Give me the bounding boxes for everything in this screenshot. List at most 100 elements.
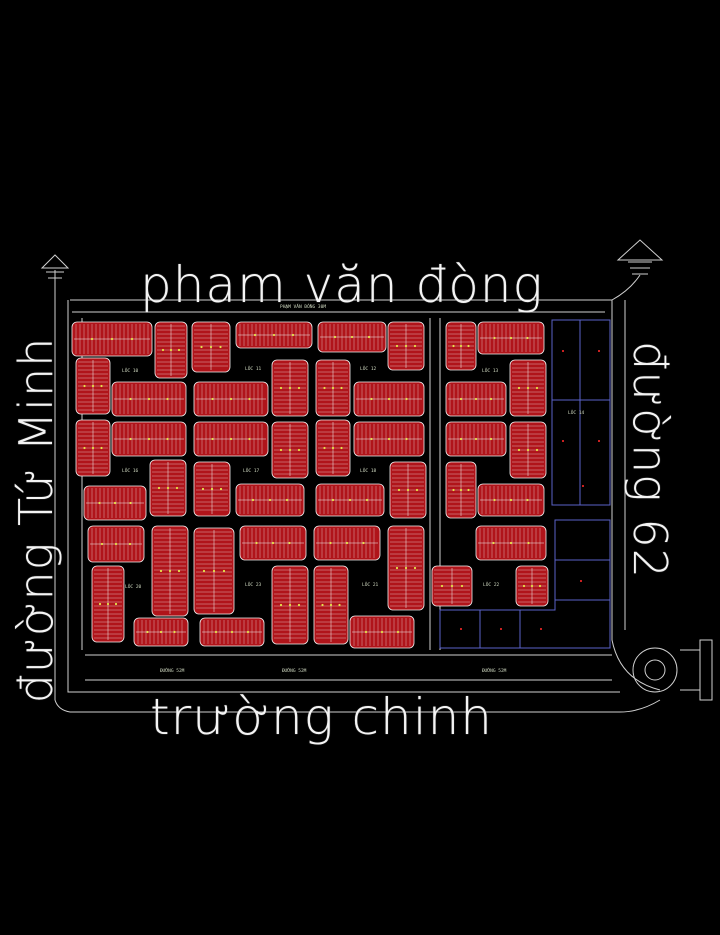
lot-marker bbox=[161, 348, 165, 352]
lot-marker bbox=[219, 487, 223, 491]
lot-marker bbox=[459, 344, 463, 348]
road-annotation-top: PHẠM VĂN ĐỒNG 30M bbox=[280, 303, 326, 310]
lot-marker bbox=[404, 566, 408, 570]
lot-marker bbox=[209, 345, 213, 349]
block-label: LÔC 17 bbox=[243, 467, 260, 474]
lot-marker bbox=[459, 397, 463, 401]
lot-marker bbox=[440, 584, 444, 588]
lot-marker bbox=[166, 437, 169, 441]
lot-marker bbox=[350, 335, 354, 339]
lot-marker bbox=[467, 344, 470, 348]
lot-marker bbox=[474, 437, 478, 441]
lot-marker bbox=[147, 397, 151, 401]
lot-marker bbox=[509, 541, 513, 545]
street-label-top: pham văn đòng bbox=[140, 256, 544, 314]
lot-marker bbox=[459, 488, 463, 492]
lot-marker bbox=[395, 344, 399, 348]
block-label: LÔC 20 bbox=[125, 583, 142, 590]
lot-marker bbox=[128, 542, 132, 546]
lot-marker bbox=[387, 397, 391, 401]
lot-marker bbox=[98, 602, 102, 606]
lot-marker bbox=[246, 630, 250, 634]
block-labels: LÔC 10 LÔC 11 LÔC 12 LÔC 13 LÔC 14 LÔC 1… bbox=[122, 365, 585, 590]
lot-marker bbox=[362, 541, 365, 545]
lot-marker bbox=[333, 335, 337, 339]
lot-marker bbox=[129, 501, 132, 505]
lot-marker bbox=[230, 630, 234, 634]
lot-marker bbox=[100, 446, 103, 450]
lot-marker bbox=[201, 487, 205, 491]
lot-marker bbox=[272, 333, 276, 337]
lot-marker bbox=[338, 603, 341, 607]
block-label: LÔC 16 bbox=[122, 467, 139, 474]
lot-marker bbox=[526, 386, 530, 390]
lot-marker bbox=[413, 566, 417, 570]
lot-marker bbox=[509, 498, 513, 502]
street-label-right: đường 62 bbox=[623, 341, 677, 579]
lot-marker bbox=[288, 448, 292, 452]
lot-marker bbox=[321, 603, 324, 607]
lot-marker bbox=[331, 446, 335, 450]
end-cap-top-left bbox=[40, 254, 70, 279]
lot-marker bbox=[157, 486, 161, 490]
lot-marker bbox=[493, 498, 496, 502]
lot-marker bbox=[509, 336, 513, 340]
lot-marker bbox=[406, 488, 410, 492]
lot-marker bbox=[222, 569, 226, 573]
lot-marker bbox=[168, 569, 172, 573]
lot-marker bbox=[173, 630, 176, 634]
lot-marker bbox=[396, 630, 400, 634]
lot-marker bbox=[405, 437, 408, 441]
lot-marker bbox=[340, 446, 343, 450]
lot-marker bbox=[129, 437, 132, 441]
lot-marker bbox=[522, 584, 526, 588]
lot-marker bbox=[467, 488, 470, 492]
lot-marker bbox=[177, 569, 181, 573]
lot-marker bbox=[331, 386, 335, 390]
block-label: LÔC 10 bbox=[122, 367, 139, 374]
lot-marker bbox=[395, 566, 399, 570]
lot-marker bbox=[493, 336, 496, 340]
block-label: LÔC 23 bbox=[245, 581, 262, 588]
lot-marker bbox=[297, 448, 301, 452]
lot-marker bbox=[474, 397, 478, 401]
lot-marker bbox=[146, 630, 149, 634]
block-label: LÔC 12 bbox=[360, 365, 377, 372]
lot-marker bbox=[348, 498, 352, 502]
lot-marker bbox=[530, 584, 534, 588]
lot-marker bbox=[279, 386, 283, 390]
lot-marker bbox=[202, 569, 206, 573]
lot-marker bbox=[166, 397, 169, 401]
lot-marker bbox=[248, 397, 251, 401]
lot-marker bbox=[526, 336, 529, 340]
lot-marker bbox=[370, 437, 373, 441]
lot-marker bbox=[100, 384, 103, 388]
lot-marker bbox=[365, 498, 369, 502]
lot-marker bbox=[253, 333, 257, 337]
lot-marker bbox=[106, 602, 110, 606]
lot-marker bbox=[114, 542, 118, 546]
street-label-left: đường Tứ Minh bbox=[9, 336, 63, 704]
roundabout-bottom-right bbox=[632, 639, 713, 701]
lot-marker bbox=[83, 446, 86, 450]
lot-marker bbox=[129, 397, 132, 401]
block-label: LÔC 11 bbox=[245, 365, 262, 372]
lot-marker bbox=[229, 397, 233, 401]
lot-marker bbox=[452, 344, 455, 348]
lot-marker bbox=[288, 603, 292, 607]
lot-marker bbox=[219, 345, 222, 349]
lot-marker bbox=[159, 569, 163, 573]
road-annotation-bottom-mid: ĐƯỜNG 52M bbox=[282, 667, 307, 674]
lot-marker bbox=[175, 486, 179, 490]
lot-marker bbox=[147, 437, 151, 441]
lot-marker bbox=[91, 446, 95, 450]
lot-marker bbox=[460, 584, 464, 588]
lot-marker bbox=[90, 337, 94, 341]
lot-marker bbox=[288, 541, 291, 545]
lot-marker bbox=[169, 348, 173, 352]
lot-marker bbox=[214, 630, 218, 634]
lot-marker bbox=[526, 498, 529, 502]
lot-marker bbox=[166, 486, 170, 490]
lot-marker bbox=[405, 397, 408, 401]
lot-marker bbox=[271, 541, 275, 545]
